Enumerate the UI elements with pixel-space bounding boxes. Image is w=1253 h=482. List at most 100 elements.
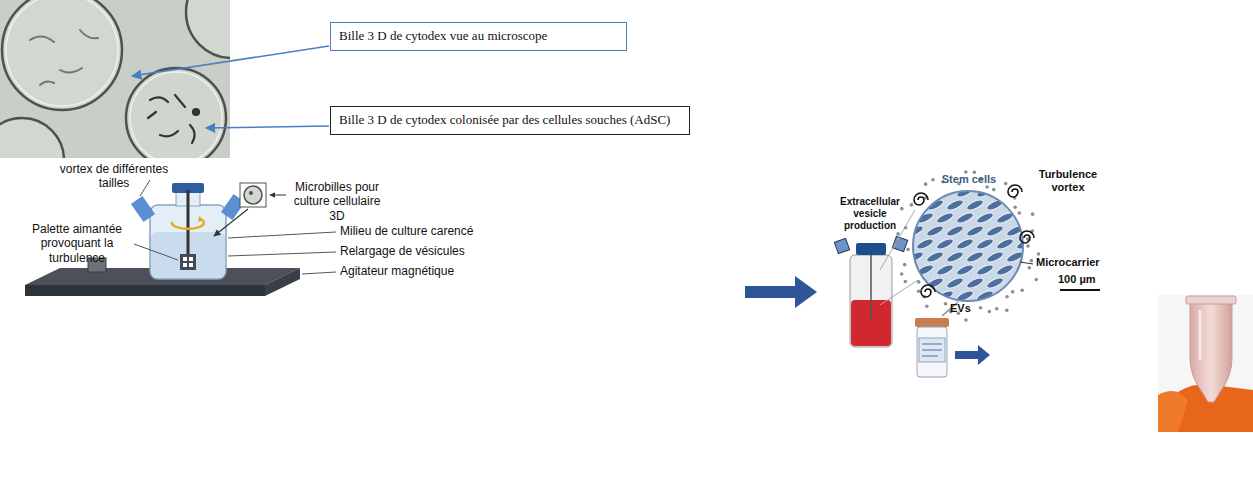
microcarrier <box>985 224 1004 238</box>
ev-vial <box>915 318 949 327</box>
micrograph <box>190 125 195 143</box>
spinner-flask <box>131 183 245 279</box>
callout-box: Bille 3 D de cytodex colonisée par des c… <box>330 106 690 135</box>
microcarrier <box>895 240 899 244</box>
part-label: Relargage de vésicules <box>340 244 540 258</box>
microcarrier <box>1030 259 1034 263</box>
microcarrier <box>925 224 944 238</box>
microcarrier <box>964 318 968 322</box>
microcarrier <box>955 237 974 251</box>
vortex-symbol <box>1020 231 1034 243</box>
microcarrier <box>925 198 944 212</box>
bioreactor-icon <box>880 280 918 305</box>
vortex-symbol <box>914 193 928 205</box>
microcarrier <box>975 263 994 277</box>
micrograph <box>148 95 199 143</box>
microcarrier <box>903 263 907 267</box>
spinner-flask <box>183 263 187 267</box>
microcarrier <box>965 198 984 212</box>
callout-text: Bille 3 D de cytodex vue au microscope <box>339 28 618 45</box>
microcarrier <box>935 211 954 225</box>
leader-line <box>228 252 336 256</box>
microcarrier <box>925 304 929 308</box>
tube-photo <box>1199 310 1202 360</box>
microcarrier <box>985 198 1004 212</box>
tube-photo <box>1158 295 1253 432</box>
ev-vial <box>922 356 938 357</box>
microcarrier <box>995 263 1014 277</box>
scale-label: 100 µm <box>1058 273 1118 286</box>
microcarrier <box>988 310 992 314</box>
micrograph <box>0 0 230 158</box>
microcarrier <box>895 185 1044 303</box>
microcarrier <box>1027 266 1031 270</box>
part-label: Palette aimantée provoquant la turbulenc… <box>22 222 132 265</box>
microcarrier <box>1018 211 1022 215</box>
bioreactor-icon <box>856 243 886 255</box>
magnetic-stirrer <box>25 285 265 296</box>
micrograph <box>160 131 178 136</box>
microcarrier <box>925 250 944 264</box>
microcarrier <box>1020 262 1033 264</box>
part-label: Microbilles pour culture cellulaire 3D <box>288 180 386 223</box>
microbead-inset <box>240 183 266 207</box>
micrograph <box>130 72 222 158</box>
microcarrier <box>900 207 904 211</box>
microcarrier <box>935 237 954 251</box>
leader-line <box>228 232 336 238</box>
microcarrier <box>965 276 984 290</box>
micrograph <box>0 118 64 158</box>
microcarrier <box>1037 252 1041 256</box>
micrograph <box>6 0 118 106</box>
leader-line <box>140 180 150 196</box>
microcarrier <box>985 276 1004 290</box>
vortex-symbol <box>921 285 935 297</box>
callout-box: Bille 3 D de cytodex vue au microscope <box>330 22 627 51</box>
microcarrier <box>913 191 1023 301</box>
part-label: Microcarrier <box>1036 256 1122 269</box>
microcarrier <box>1011 290 1015 294</box>
microcarrier <box>945 276 964 290</box>
microcarrier <box>1005 295 1009 299</box>
microcarrier <box>985 250 1004 264</box>
micrograph <box>2 0 122 110</box>
microcarrier <box>1034 278 1038 282</box>
microcarrier <box>955 211 974 225</box>
part-label: Stem cells <box>934 173 1004 186</box>
leader-line <box>134 180 336 274</box>
micrograph <box>60 68 82 73</box>
microcarrier <box>924 182 928 186</box>
microcarrier <box>1004 182 1008 186</box>
micrograph <box>175 95 185 107</box>
microcarrier <box>985 185 989 189</box>
microcarrier <box>945 198 964 212</box>
microcarrier <box>895 289 914 303</box>
microcarrier <box>1026 244 1030 248</box>
microcarrier <box>895 237 914 251</box>
microcarrier <box>944 302 948 306</box>
microcarrier <box>917 290 921 294</box>
tube-photo <box>1158 295 1253 432</box>
leader-arrow <box>132 46 329 128</box>
microcarrier <box>1020 288 1024 292</box>
tube-photo <box>1186 296 1236 304</box>
microcarrier <box>945 224 964 238</box>
microcarrier <box>895 263 914 277</box>
microcarrier <box>906 248 910 252</box>
micrograph <box>40 81 54 85</box>
microcarrier <box>910 203 914 207</box>
bioreactor-icon <box>870 255 872 320</box>
micrograph <box>148 112 156 118</box>
micrograph <box>30 36 54 42</box>
micrograph <box>150 97 168 102</box>
microcarrier <box>965 250 984 264</box>
microcarrier <box>1031 212 1035 216</box>
microbead-inset <box>214 209 248 236</box>
panel-title: Extracellular vesicle production <box>832 196 908 232</box>
part-label: Milieu de culture carencé <box>340 224 540 238</box>
microcarrier <box>895 170 1040 322</box>
tube-photo <box>1190 300 1232 402</box>
tube-photo <box>1158 391 1188 432</box>
process-arrow <box>745 276 817 308</box>
